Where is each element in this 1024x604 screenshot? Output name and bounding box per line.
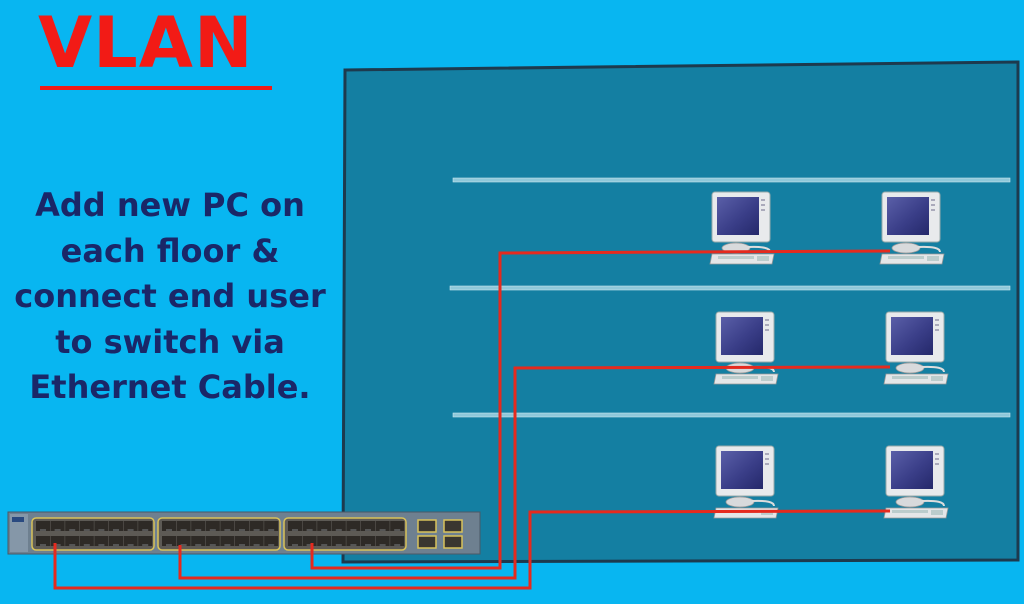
ethernet-port[interactable] [220, 536, 235, 546]
ethernet-port[interactable] [176, 536, 191, 546]
ethernet-cable [53, 509, 891, 590]
uplink-port[interactable] [417, 519, 437, 533]
ethernet-port[interactable] [361, 536, 375, 546]
ethernet-port[interactable] [375, 536, 390, 546]
ethernet-port[interactable] [331, 536, 346, 546]
ethernet-port[interactable] [288, 536, 302, 546]
slide-title: VLAN [38, 2, 254, 84]
ethernet-port[interactable] [390, 536, 405, 546]
ethernet-port[interactable] [138, 521, 153, 531]
ethernet-port[interactable] [191, 536, 206, 546]
floor-shelf [452, 412, 1011, 418]
ethernet-port[interactable] [249, 536, 264, 546]
description-line: each floor & [60, 231, 280, 270]
ethernet-port[interactable] [94, 536, 109, 546]
ethernet-port[interactable] [264, 521, 279, 531]
ethernet-port[interactable] [36, 521, 50, 531]
floor-shelf [452, 177, 1011, 183]
ethernet-port[interactable] [138, 536, 153, 546]
ethernet-port[interactable] [346, 536, 361, 546]
ethernet-port[interactable] [36, 536, 50, 546]
ethernet-port[interactable] [302, 521, 317, 531]
description-line: Add new PC on [35, 186, 305, 224]
ethernet-port[interactable] [288, 521, 302, 531]
ethernet-port[interactable] [176, 521, 191, 531]
ethernet-port[interactable] [346, 521, 361, 531]
ethernet-cable [310, 249, 891, 570]
ethernet-port[interactable] [50, 521, 65, 531]
ethernet-port[interactable] [79, 521, 94, 531]
uplink-port[interactable] [443, 535, 463, 549]
ethernet-port[interactable] [317, 536, 332, 546]
ethernet-port[interactable] [205, 521, 220, 531]
ethernet-port[interactable] [50, 536, 65, 546]
title-underline [40, 86, 272, 90]
network-switch[interactable] [7, 511, 481, 555]
ethernet-port[interactable] [123, 536, 138, 546]
ethernet-port[interactable] [109, 521, 123, 531]
floor-shelf [449, 285, 1011, 291]
ethernet-port[interactable] [191, 521, 206, 531]
ethernet-port[interactable] [390, 521, 405, 531]
ethernet-port[interactable] [162, 521, 176, 531]
ethernet-port[interactable] [235, 521, 249, 531]
uplink-port[interactable] [443, 519, 463, 533]
ethernet-port[interactable] [331, 521, 346, 531]
ethernet-port[interactable] [302, 536, 317, 546]
ethernet-port[interactable] [264, 536, 279, 546]
ethernet-cable [178, 365, 891, 580]
description-line: to switch via [55, 322, 285, 361]
ethernet-port[interactable] [79, 536, 94, 546]
description-text: Add new PC on each floor & connect end u… [0, 183, 340, 411]
ethernet-port[interactable] [162, 536, 176, 546]
description-line: Ethernet Cable. [29, 368, 311, 406]
ethernet-port[interactable] [317, 521, 332, 531]
ethernet-port[interactable] [249, 521, 264, 531]
ethernet-port[interactable] [94, 521, 109, 531]
ethernet-port[interactable] [109, 536, 123, 546]
ethernet-port[interactable] [123, 521, 138, 531]
ethernet-port[interactable] [220, 521, 235, 531]
description-line: connect end user [14, 277, 326, 315]
ethernet-port[interactable] [65, 536, 80, 546]
ethernet-port[interactable] [375, 521, 390, 531]
ethernet-port[interactable] [361, 521, 375, 531]
building-panel [341, 60, 1020, 564]
ethernet-port[interactable] [65, 521, 80, 531]
uplink-port[interactable] [417, 535, 437, 549]
ethernet-port[interactable] [235, 536, 249, 546]
ethernet-port[interactable] [205, 536, 220, 546]
